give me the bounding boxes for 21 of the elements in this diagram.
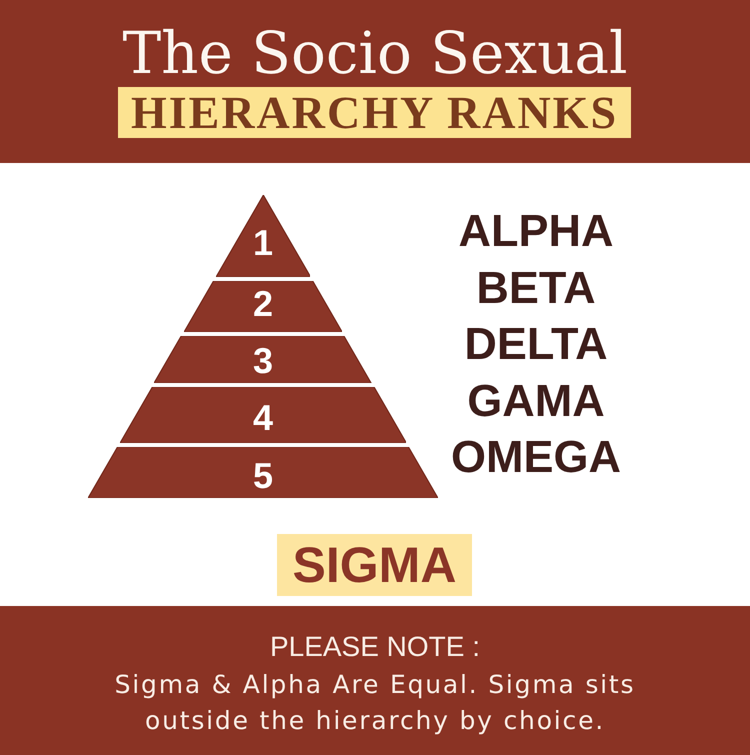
pyramid-tier <box>88 447 438 498</box>
rank-name: ALPHA <box>458 204 614 258</box>
title: The Socio Sexual <box>122 24 628 82</box>
note-text: Sigma & Alpha Are Equal. Sigma sits outside the hierarchy by choice. <box>114 669 636 737</box>
rank-name: DELTA <box>464 317 608 371</box>
tier-number: 1 <box>252 225 273 261</box>
pyramid-tier <box>216 195 310 277</box>
pyramid-tier <box>120 387 406 443</box>
tier-number: 2 <box>252 286 273 322</box>
rank-name: BETA <box>476 260 596 314</box>
tier-number: 4 <box>252 400 273 436</box>
rank-name: GAMA <box>467 374 605 428</box>
tier-number: 5 <box>252 458 274 494</box>
highlight-box <box>277 534 472 596</box>
rank-label: SIGMA <box>292 540 456 590</box>
tier-number: 3 <box>252 343 273 379</box>
subtitle: HIERARCHY RANKS <box>130 90 618 136</box>
pyramid-tier <box>154 336 372 383</box>
note-heading: PLEASE NOTE : <box>270 633 480 661</box>
rank-name: OMEGA <box>450 430 621 484</box>
pyramid-tier <box>184 281 342 332</box>
